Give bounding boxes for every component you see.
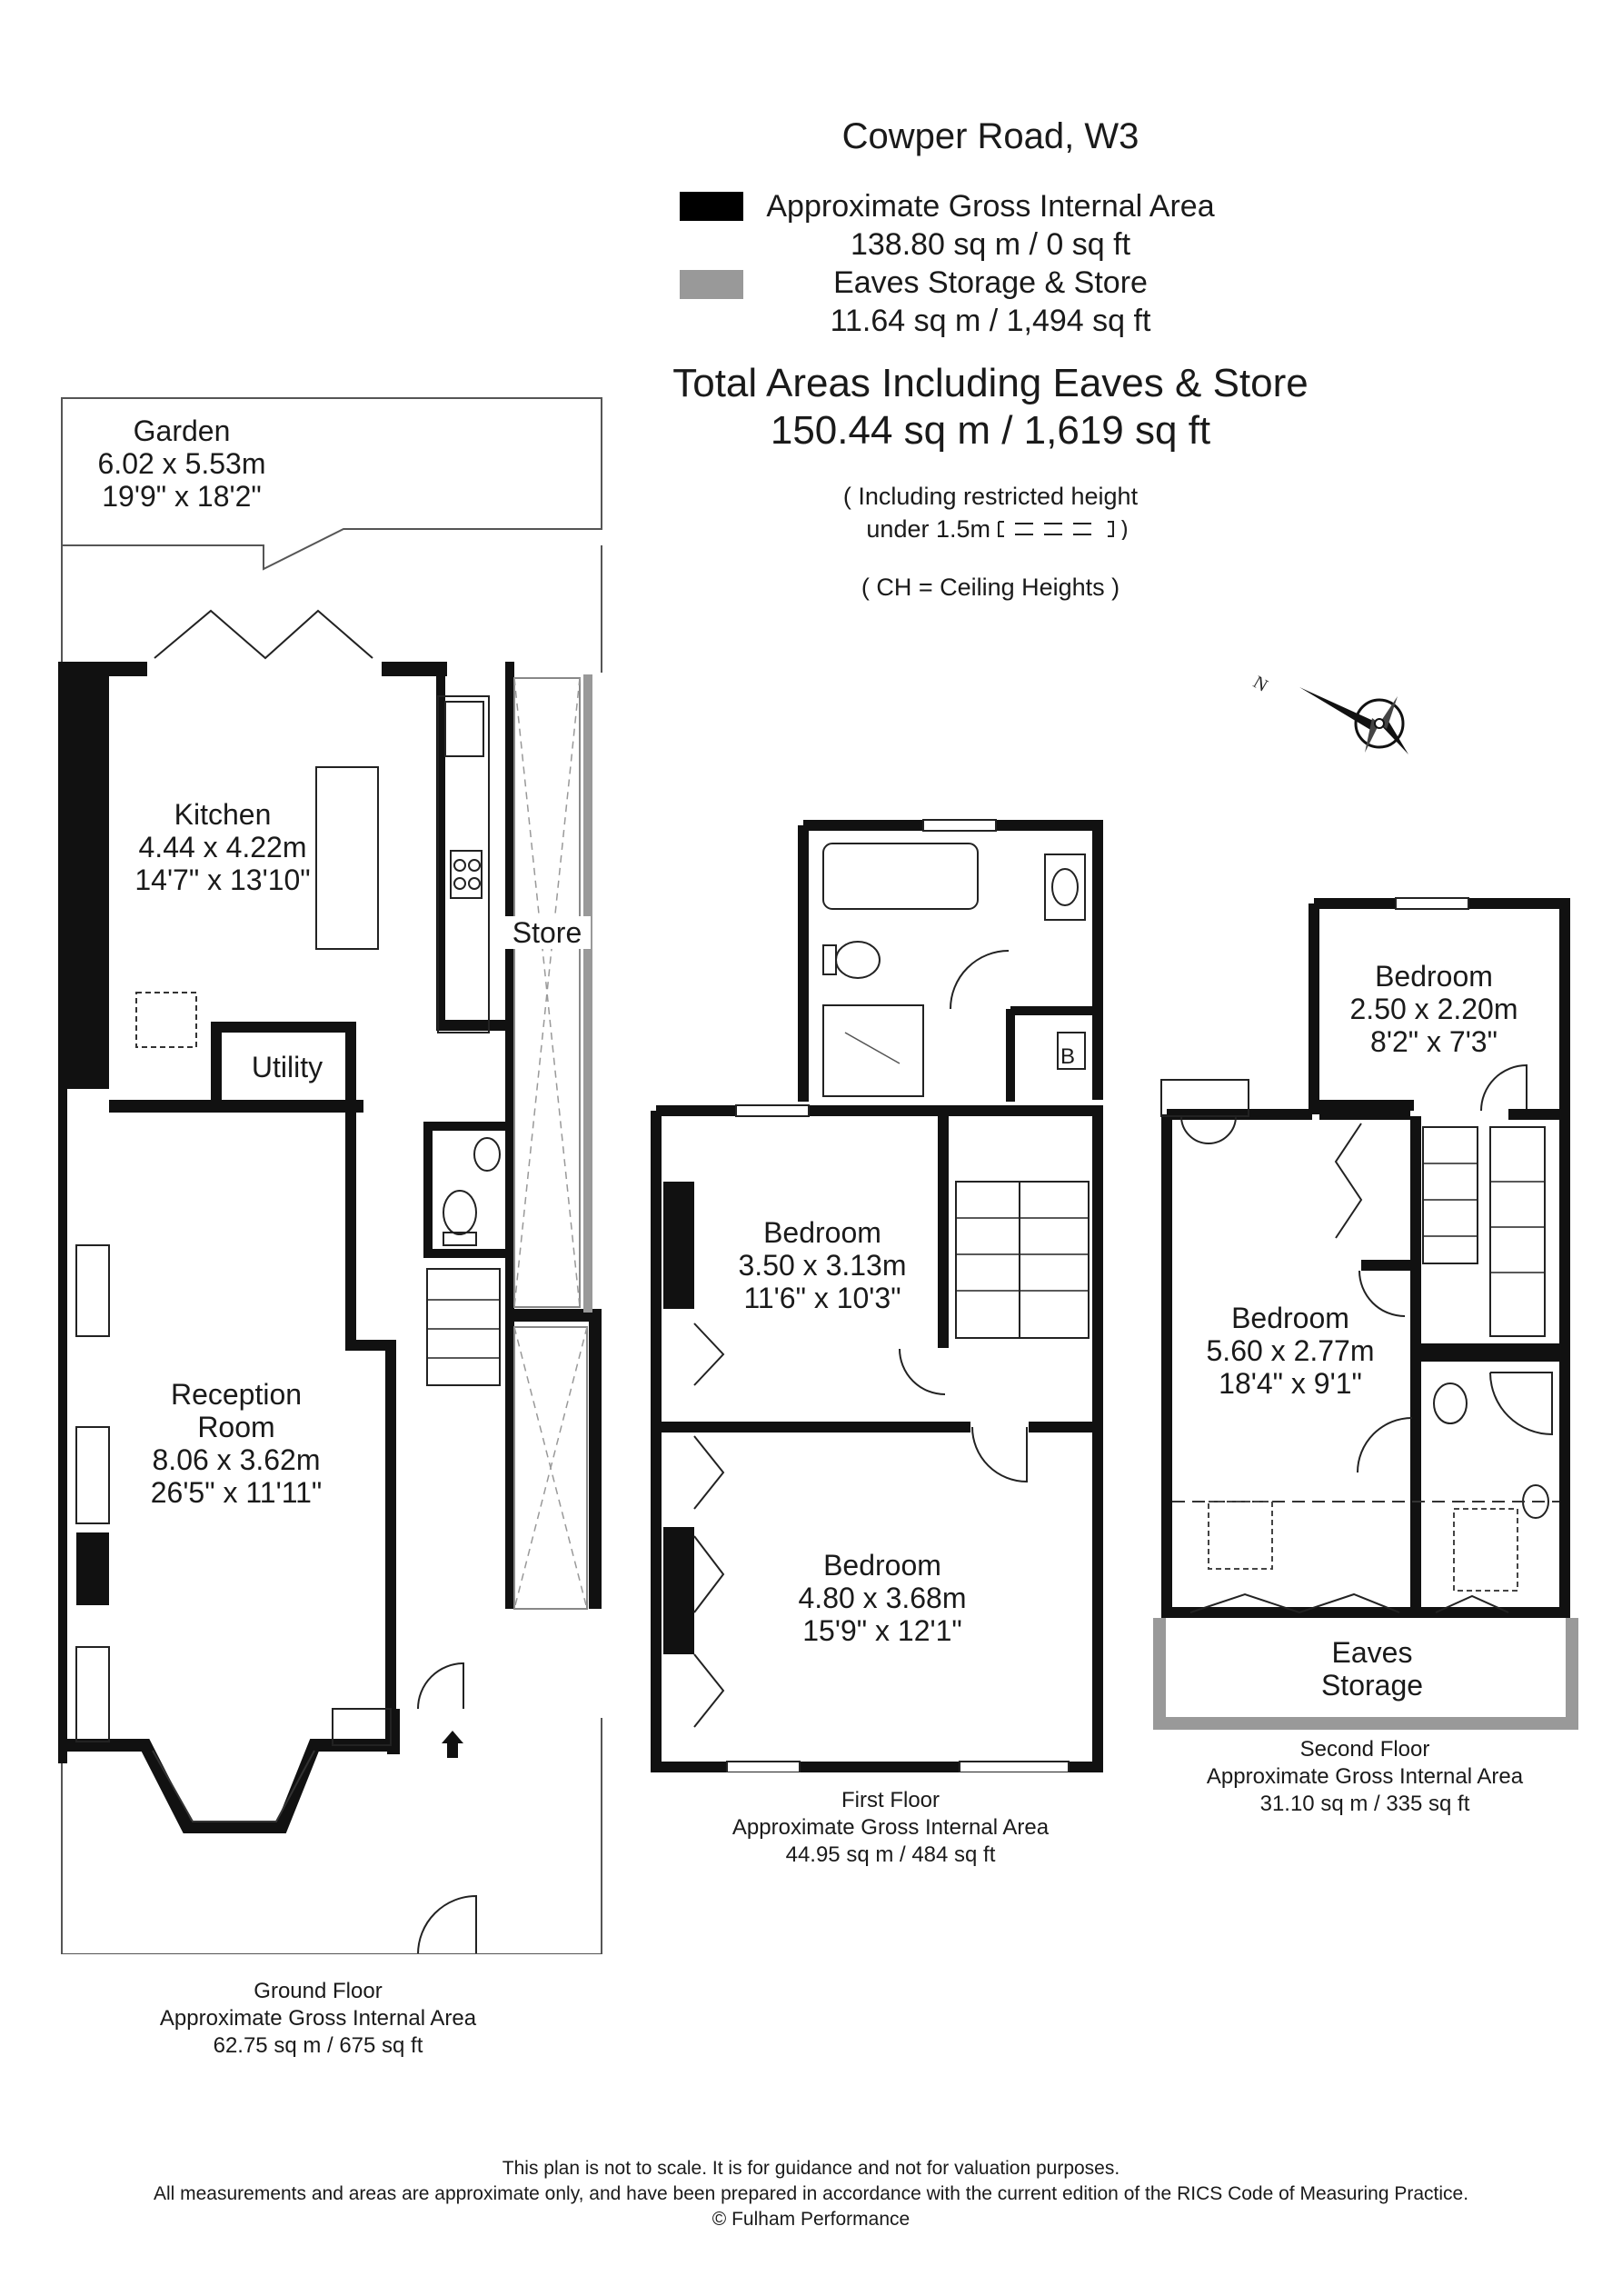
- total-areas-label: Total Areas Including Eaves & Store: [672, 361, 1309, 405]
- reception-imperial: 26'5" x 11'11": [150, 1476, 323, 1509]
- garden-imperial: 19'9" x 18'2": [102, 480, 262, 513]
- second-bedroom-large-label: Bedroom 5.60 x 2.77m 18'4" x 9'1": [1181, 1302, 1399, 1400]
- restricted-height-under: under 1.5m: [866, 515, 990, 543]
- first-bedroom-a-imperial: 11'6" x 10'3": [743, 1282, 901, 1314]
- second-bedroom-large-imperial: 18'4" x 9'1": [1219, 1367, 1362, 1400]
- compass-rose-icon: N: [1245, 664, 1427, 782]
- store-label: Store: [503, 916, 591, 949]
- reception-name-line1: Reception: [170, 1378, 303, 1411]
- first-floor-gia-label: Approximate Gross Internal Area: [731, 1815, 1050, 1840]
- property-address: Cowper Road, W3: [841, 116, 1139, 156]
- disclaimer-line-1: This plan is not to scale. It is for gui…: [502, 2158, 1120, 2179]
- restricted-height-dash-icon: ): [995, 520, 1129, 540]
- disclaimer-line-2: All measurements and areas are approxima…: [153, 2183, 1469, 2204]
- first-floor-caption: First Floor Approximate Gross Internal A…: [672, 1787, 1109, 1869]
- first-bedroom-a-name: Bedroom: [763, 1216, 881, 1249]
- garden-name: Garden: [133, 414, 231, 447]
- ground-floor-area: 62.75 sq m / 675 sq ft: [213, 2033, 423, 2058]
- reception-metric: 8.06 x 3.62m: [152, 1443, 321, 1476]
- copyright-line: © Fulham Performance: [711, 2209, 911, 2230]
- legend-area-eaves: 11.64 sq m / 1,494 sq ft: [830, 304, 1151, 338]
- ceiling-height-note: ( CH = Ceiling Heights ): [861, 574, 1120, 601]
- first-bedroom-b-label: Bedroom 4.80 x 3.68m 15'9" x 12'1": [778, 1549, 987, 1647]
- utility-label: Utility: [251, 1051, 323, 1083]
- kitchen-name: Kitchen: [174, 798, 272, 831]
- kitchen-imperial: 14'7" x 13'10": [134, 863, 311, 896]
- second-floor-area: 31.10 sq m / 335 sq ft: [1259, 1792, 1470, 1816]
- total-areas-value: 150.44 sq m / 1,619 sq ft: [770, 408, 1211, 453]
- eaves-storage-line1: Eaves: [1331, 1636, 1413, 1669]
- ground-floor-gia-label: Approximate Gross Internal Area: [159, 2006, 477, 2031]
- compass-north-letter: N: [1249, 672, 1271, 695]
- first-bedroom-a-metric: 3.50 x 3.13m: [738, 1249, 907, 1282]
- first-bedroom-a-label: Bedroom 3.50 x 3.13m 11'6" x 10'3": [718, 1216, 927, 1314]
- first-bedroom-b-name: Bedroom: [823, 1549, 941, 1582]
- ground-floor-plan: [55, 391, 618, 1954]
- second-floor-name: Second Floor: [1299, 1737, 1430, 1762]
- first-bedroom-b-metric: 4.80 x 3.68m: [798, 1582, 967, 1614]
- second-bedroom-large-name: Bedroom: [1231, 1302, 1349, 1334]
- first-floor-name: First Floor: [841, 1788, 940, 1812]
- reception-room-label: Reception Room 8.06 x 3.62m 26'5" x 11'1…: [118, 1378, 354, 1509]
- second-floor-gia-label: Approximate Gross Internal Area: [1206, 1764, 1524, 1789]
- ground-floor-name: Ground Floor: [254, 1979, 383, 2003]
- eaves-storage-label: Eaves Storage: [1290, 1636, 1454, 1702]
- kitchen-metric: 4.44 x 4.22m: [138, 831, 307, 863]
- legend-swatch-gia: [680, 192, 743, 221]
- legend-label-gia: Approximate Gross Internal Area: [766, 189, 1215, 224]
- second-floor-caption: Second Floor Approximate Gross Internal …: [1147, 1736, 1583, 1818]
- second-bedroom-small-metric: 2.50 x 2.20m: [1349, 993, 1518, 1025]
- eaves-storage-line2: Storage: [1320, 1669, 1424, 1702]
- garden-metric: 6.02 x 5.53m: [97, 447, 266, 480]
- first-bedroom-b-imperial: 15'9" x 12'1": [802, 1614, 962, 1647]
- ground-floor-caption: Ground Floor Approximate Gross Internal …: [91, 1978, 545, 2060]
- kitchen-label: Kitchen 4.44 x 4.22m 14'7" x 13'10": [118, 798, 327, 896]
- second-floor-plan: [1147, 894, 1583, 1734]
- second-bedroom-small-imperial: 8'2" x 7'3": [1370, 1025, 1498, 1058]
- reception-name-line2: Room: [197, 1411, 275, 1443]
- legend-area-gia: 138.80 sq m / 0 sq ft: [850, 227, 1131, 262]
- legend-swatch-eaves: [680, 270, 743, 299]
- first-floor-area: 44.95 sq m / 484 sq ft: [785, 1842, 996, 1867]
- second-bedroom-small-label: Bedroom 2.50 x 2.20m 8'2" x 7'3": [1325, 960, 1543, 1058]
- svg-text:): ): [1120, 520, 1129, 540]
- restricted-height-note: ( Including restricted height: [842, 483, 1139, 510]
- second-bedroom-large-metric: 5.60 x 2.77m: [1206, 1334, 1375, 1367]
- boiler-label: B: [1060, 1044, 1075, 1069]
- first-floor-plan: [649, 818, 1103, 1772]
- second-bedroom-small-name: Bedroom: [1375, 960, 1493, 993]
- garden-label: Garden 6.02 x 5.53m 19'9" x 18'2": [82, 414, 282, 513]
- legend-label-eaves: Eaves Storage & Store: [833, 265, 1148, 300]
